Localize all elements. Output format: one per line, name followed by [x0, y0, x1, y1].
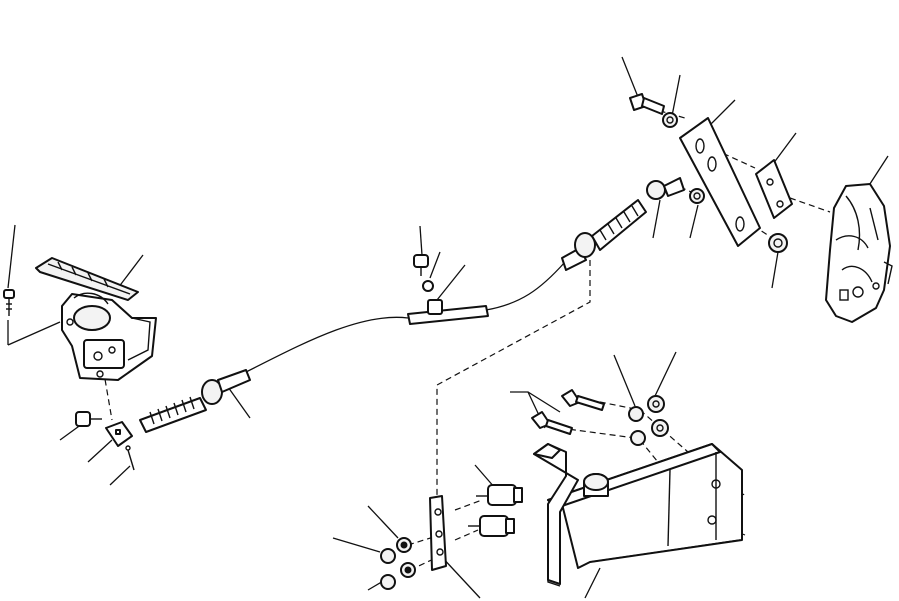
accelerator-pedal: [3, 257, 157, 471]
upper-bracket: [629, 93, 793, 253]
throttle-cable: [139, 199, 647, 433]
pump-housing: [825, 183, 893, 323]
lever-and-solenoid: [380, 389, 743, 590]
